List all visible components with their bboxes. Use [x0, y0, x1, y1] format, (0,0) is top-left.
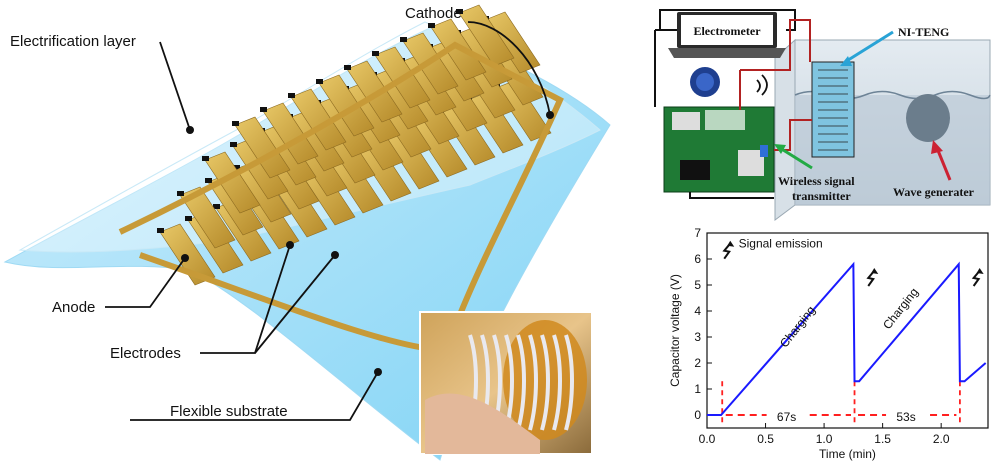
- electrode-connector: [372, 51, 379, 56]
- label-dots: [181, 111, 554, 376]
- ni-teng-arrow: [844, 30, 894, 64]
- x-axis-label: Time (min): [819, 447, 876, 461]
- electrode-connector: [213, 204, 220, 209]
- electrode-connector: [456, 9, 463, 14]
- legend-signal-icon-tip: [727, 240, 735, 247]
- x-tick-label: 1.5: [874, 432, 891, 446]
- electrode-connector: [177, 191, 184, 196]
- electrode-connector: [232, 121, 239, 126]
- interval-annotation: 67s: [777, 410, 796, 424]
- electrode-strip: [179, 186, 236, 249]
- label-electrodes: Electrodes: [110, 345, 181, 362]
- y-tick-label: 0: [694, 408, 701, 422]
- wireless-icon: [756, 74, 768, 96]
- electrode-strip: [204, 151, 261, 214]
- anode-bus: [139, 252, 441, 353]
- experimental-setup-diagram: Electrometer: [654, 9, 991, 221]
- y-tick-label: 6: [694, 252, 701, 266]
- signal-emission-icon-tip: [871, 268, 879, 274]
- y-tick-label: 1: [694, 382, 701, 396]
- x-tick-label: 2.0: [933, 432, 950, 446]
- electrode-connector: [316, 79, 323, 84]
- electrode-connector: [344, 65, 351, 70]
- transmitter-label: Wireless signal transmitter: [778, 174, 858, 203]
- capacitor: [690, 67, 720, 97]
- wave-generator-label: Wave generater: [893, 185, 975, 199]
- transmitter-arrow: [779, 146, 813, 170]
- label-leaders: [105, 21, 551, 421]
- charging-annotation: Charging: [777, 303, 818, 350]
- device-photo-inset: [419, 311, 593, 455]
- ni-teng-device: [811, 61, 855, 158]
- interval-annotation: 53s: [896, 410, 915, 424]
- x-tick-label: 0.5: [757, 432, 774, 446]
- electrode-strip: [318, 74, 375, 137]
- y-tick-label: 5: [694, 278, 701, 292]
- y-tick-label: 2: [694, 356, 701, 370]
- label-cathode: Cathode: [405, 5, 462, 22]
- legend-signal-icon: [722, 244, 731, 260]
- legend-signal-emission: Signal emission: [739, 236, 823, 250]
- label-electrification-layer: Electrification layer: [10, 33, 136, 50]
- wireless-circuit-board: [663, 74, 775, 193]
- signal-emission-icon: [971, 271, 981, 287]
- electrode-connector: [185, 216, 192, 221]
- label-flexible-substrate: Flexible substrate: [170, 403, 288, 420]
- signal-emission-icon-tip: [976, 268, 984, 274]
- voltage-series-line: [707, 261, 987, 416]
- electrode-connector: [205, 178, 212, 183]
- x-tick-label: 1.0: [816, 432, 833, 446]
- y-tick-label: 4: [694, 304, 701, 318]
- label-anode: Anode: [52, 299, 95, 316]
- teng-device-diagram: Electrification layer Cathode Anode Elec…: [3, 4, 611, 461]
- electrometer-laptop: Electrometer: [668, 12, 786, 58]
- electrode-connector: [202, 156, 209, 161]
- y-tick-label: 7: [694, 226, 701, 240]
- electrode-strip: [346, 60, 403, 123]
- cathode-bus: [118, 41, 564, 342]
- wave-generator: [906, 94, 950, 142]
- electrode-connector: [233, 165, 240, 170]
- electrode-connector: [157, 228, 164, 233]
- electrode-connector: [400, 37, 407, 42]
- electrode-strip: [458, 4, 515, 67]
- interval-annotation-bg: [886, 405, 927, 425]
- y-tick-label: 3: [694, 330, 701, 344]
- electrode-connector: [428, 23, 435, 28]
- electrode-connector: [288, 93, 295, 98]
- circuit-wires: [654, 9, 812, 199]
- plot-frame: [706, 232, 989, 429]
- electrode-connector: [230, 142, 237, 147]
- wave-generator-arrow: [935, 147, 952, 181]
- x-tick-label: 0.0: [699, 432, 716, 446]
- ni-teng-label: NI-TENG: [898, 25, 949, 39]
- signal-emission-icon: [866, 271, 875, 287]
- electrometer-label: Electrometer: [693, 24, 761, 38]
- charging-annotation: Charging: [880, 285, 921, 332]
- interval-annotation-bg: [766, 405, 807, 425]
- electrode-connector: [260, 107, 267, 112]
- y-axis-label: Capacitor voltage (V): [668, 274, 682, 387]
